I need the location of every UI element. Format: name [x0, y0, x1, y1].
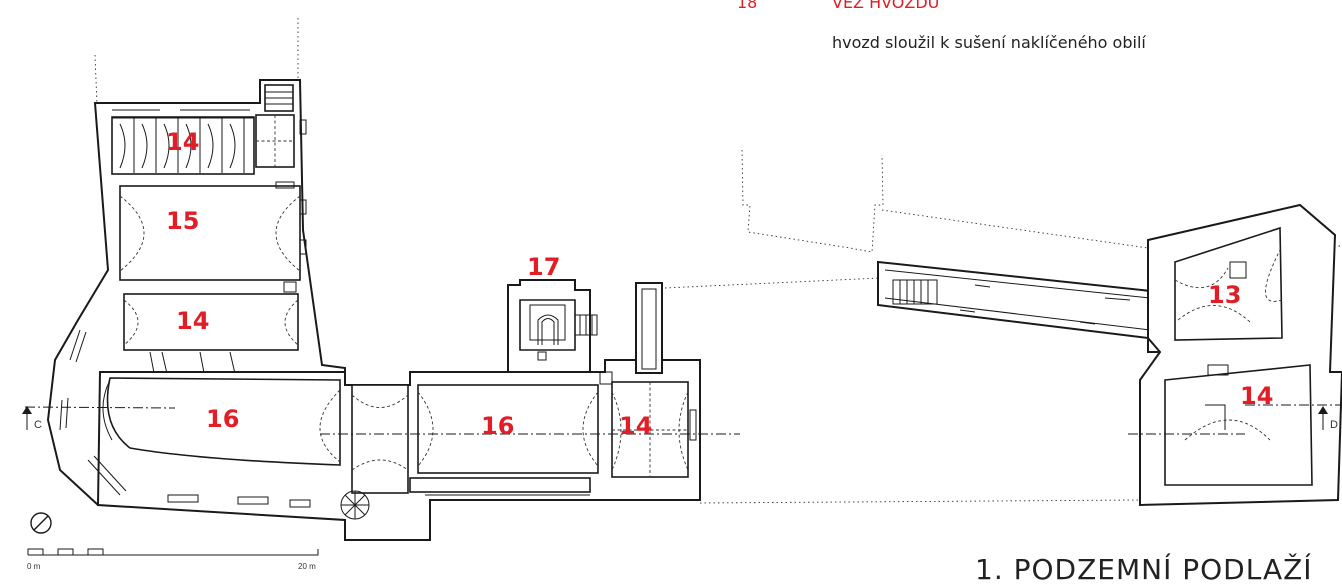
room-label-16-left: 16 — [206, 405, 239, 433]
section-axes — [22, 404, 1342, 435]
room-label-14-top: 14 — [166, 128, 199, 156]
plan-title: 1. PODZEMNÍ PODLAŽÍ — [975, 553, 1313, 586]
room-label-14-mid: 14 — [176, 307, 209, 335]
room-label-16-center: 16 — [481, 412, 514, 440]
legend-description: hvozd sloužil k sušení naklíčeného obilí — [832, 33, 1146, 52]
room-label-13: 13 — [1208, 281, 1241, 309]
section-marker-d: D — [1330, 419, 1338, 431]
room-label-14-east: 14 — [1240, 382, 1273, 410]
legend-title: VĚŽ HVOZDU — [832, 0, 940, 12]
scale-bar: 0 m 20 m — [27, 548, 319, 571]
kiln-tower-17 — [507, 279, 598, 373]
room-label-14-right: 14 — [619, 412, 652, 440]
section-arrow-icon — [22, 406, 32, 430]
floor-plan: 14 15 14 16 16 14 17 13 14 C D 0 m 20 m — [22, 18, 1342, 571]
east-wing — [877, 203, 1342, 507]
north-arrow-icon — [30, 512, 52, 534]
section-arrow-icon — [1318, 406, 1328, 430]
room-labels: 14 15 14 16 16 14 17 13 14 — [166, 128, 1273, 440]
south-range — [59, 282, 701, 541]
room-label-15: 15 — [166, 207, 199, 235]
scale-end: 20 m — [298, 562, 316, 571]
room-label-17: 17 — [527, 253, 560, 281]
legend-number: 18 — [737, 0, 758, 12]
window-openings — [59, 329, 311, 508]
section-marker-c: C — [34, 419, 42, 431]
scale-start: 0 m — [27, 562, 41, 571]
